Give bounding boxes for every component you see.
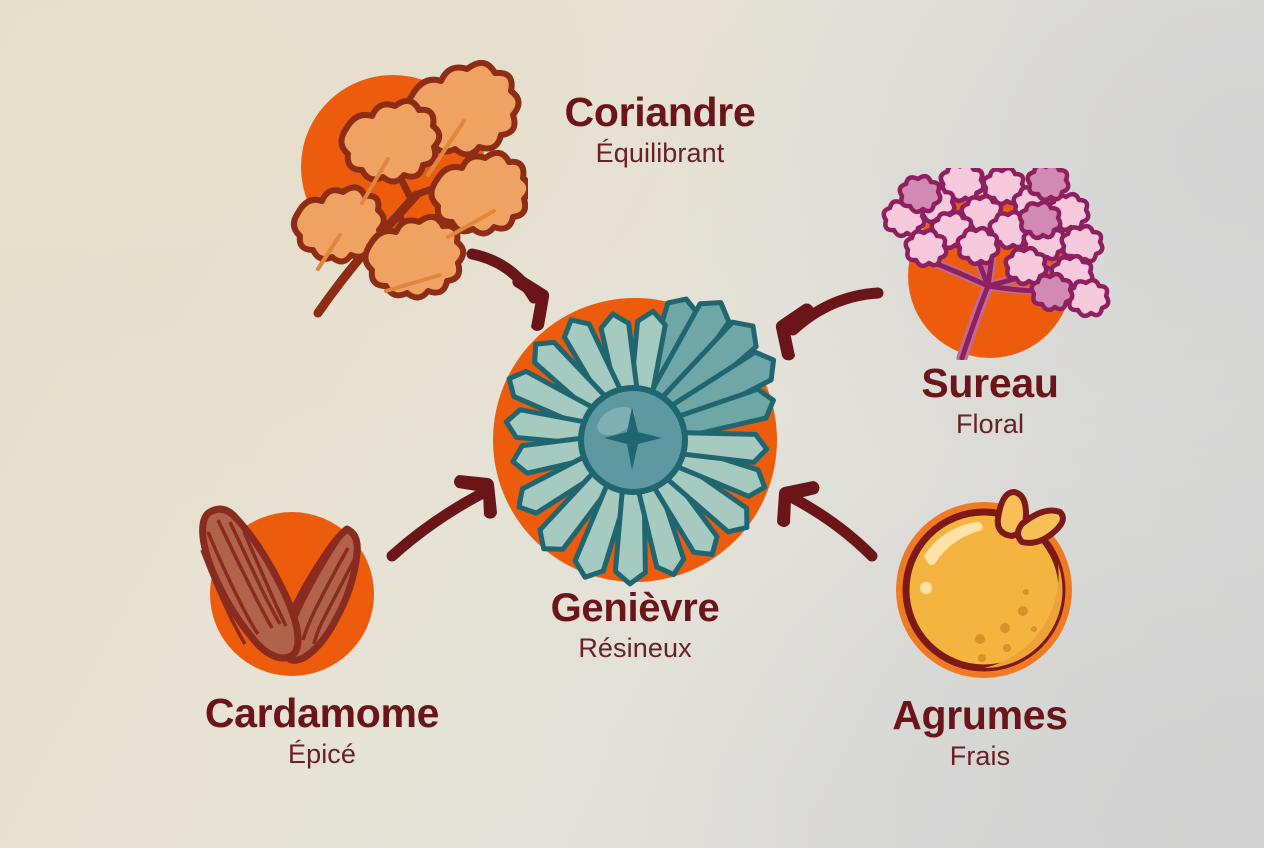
cardamome-name: Cardamome [204, 690, 440, 736]
berry-star-mark [604, 407, 662, 470]
juniper-berry-icon [493, 296, 777, 587]
arrow-agrumes-to-center [787, 492, 878, 562]
cardamome-descriptor: Épicé [287, 739, 357, 769]
node-coriandre[interactable] [288, 55, 528, 320]
citrus-orange-icon [896, 489, 1072, 678]
arrow-sureau-to-center [787, 287, 884, 336]
sureau-descriptor: Floral [955, 409, 1025, 439]
citrus-highlight [924, 522, 983, 565]
citrus-leaves [994, 489, 1066, 546]
juniper-berry [578, 385, 688, 495]
citrus-highlight-dot [920, 582, 932, 594]
agrumes-name: Agrumes [892, 692, 1068, 738]
genievre-descriptor: Résineux [578, 633, 692, 663]
node-genievre[interactable] [480, 290, 790, 590]
sureau-name: Sureau [921, 360, 1059, 406]
label-coriandre: Coriandre Équilibrant [480, 92, 840, 167]
label-agrumes: Agrumes Frais [800, 695, 1160, 770]
elderflower-icon [881, 168, 1111, 360]
citrus-leaf-right [1015, 507, 1066, 546]
node-cardamome[interactable] [192, 498, 392, 690]
cardamom-pod-icon [199, 505, 374, 676]
node-agrumes[interactable] [888, 488, 1084, 690]
citrus-pores [975, 589, 1037, 662]
genievre-name: Genièvre [550, 586, 720, 630]
arrow-cardamome-to-center [386, 488, 487, 562]
label-sureau: Sureau Floral [810, 363, 1170, 438]
coriandre-name: Coriandre [564, 89, 756, 135]
label-genievre: Genièvre Résineux [455, 588, 815, 662]
agrumes-descriptor: Frais [949, 741, 1011, 771]
node-sureau[interactable] [880, 168, 1115, 360]
coriander-leaf-icon [291, 60, 528, 318]
elderflower-blossoms [881, 168, 1111, 319]
label-cardamome: Cardamome Épicé [122, 693, 522, 768]
coriandre-descriptor: Équilibrant [595, 138, 725, 168]
